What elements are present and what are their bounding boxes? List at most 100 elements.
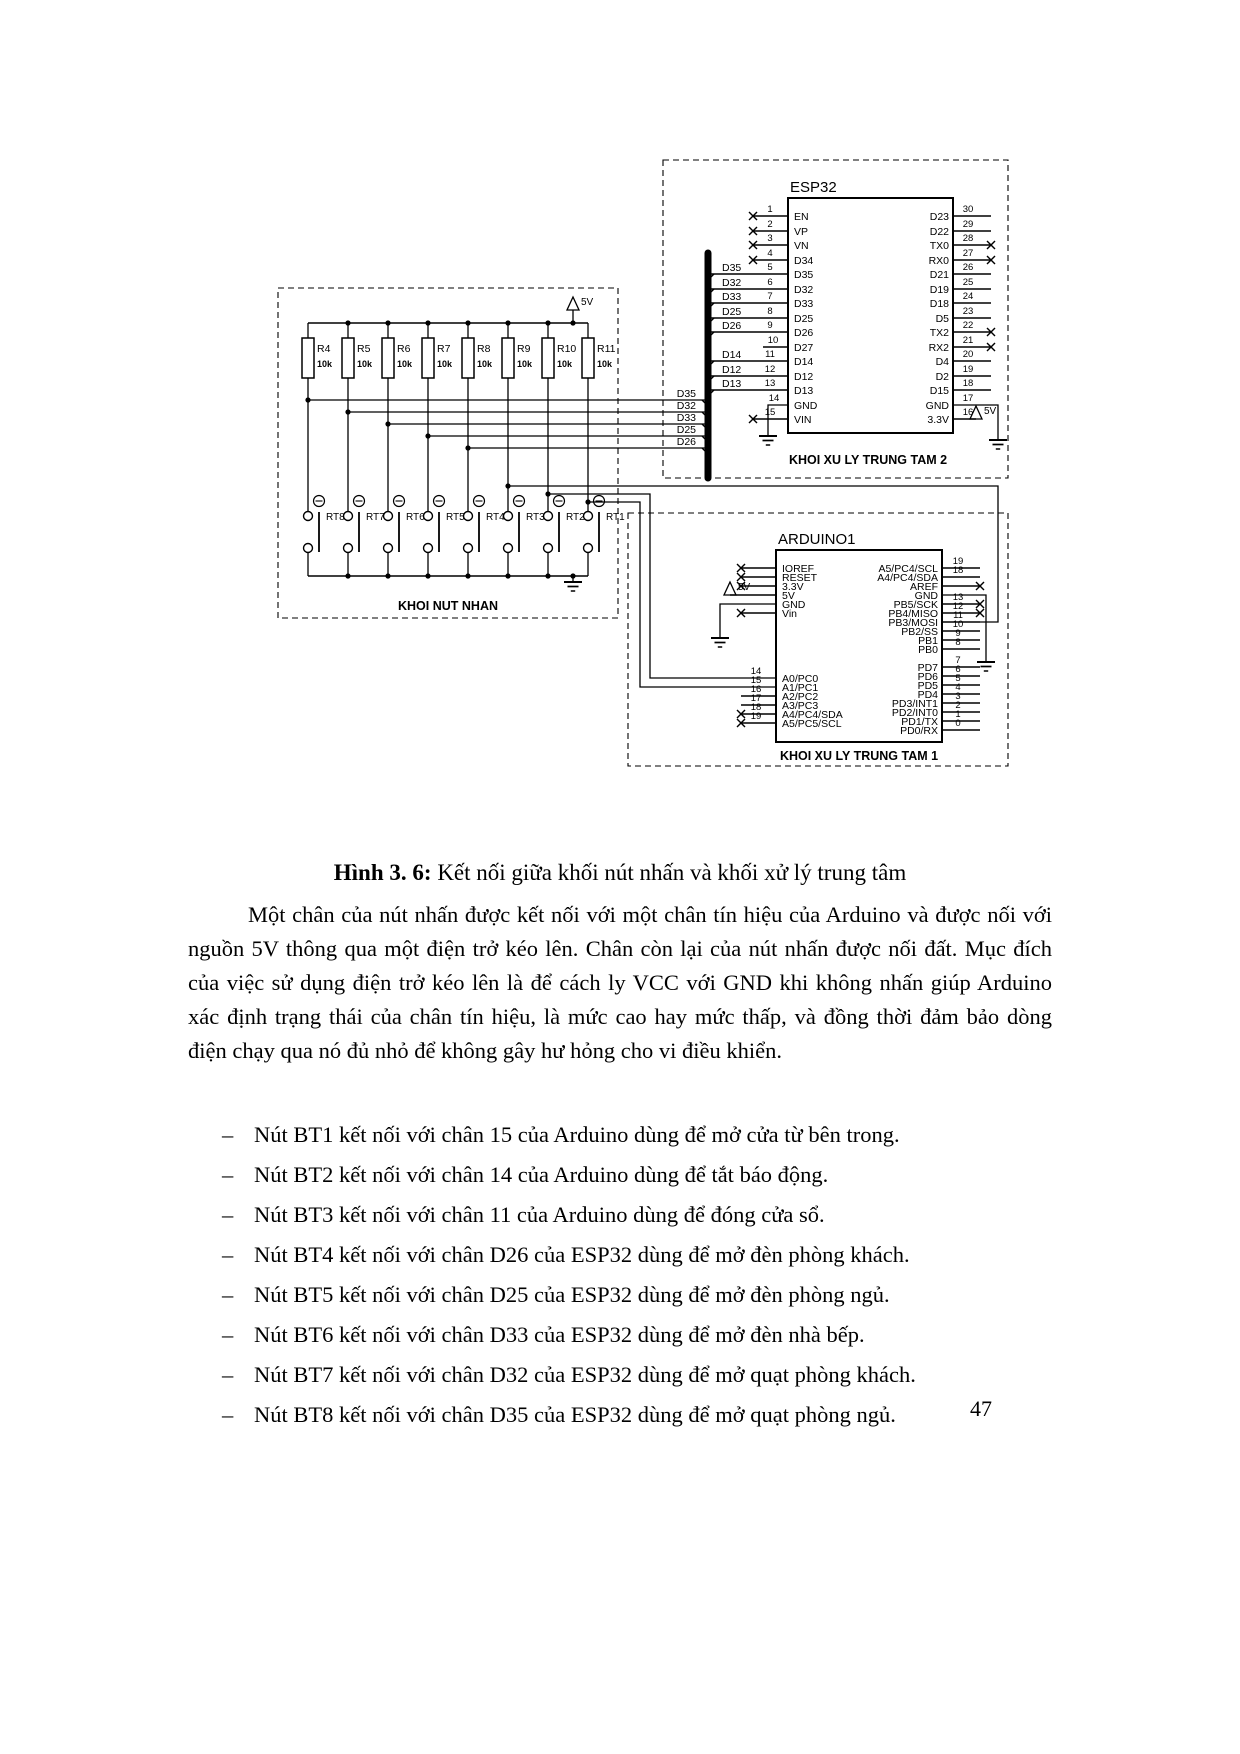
junction-dot <box>465 573 471 579</box>
esp32-pin-name: D32 <box>794 284 813 296</box>
arduino-pin-name: PD0/RX <box>900 725 938 737</box>
button-terminal <box>302 510 314 522</box>
arduino-pin-name: A1/PC1 <box>782 682 818 694</box>
arduino-dashed-box <box>627 512 1009 767</box>
button-terminal <box>502 510 514 522</box>
junction-dot <box>545 573 551 579</box>
esp32-pin-name: VP <box>794 226 808 238</box>
esp32-pin-number: 1 <box>767 204 772 215</box>
list-item-text: Nút BT7 kết nối với chân D32 của ESP32 d… <box>254 1362 916 1387</box>
arduino-pin-name: A4/PC4/SDA <box>877 572 938 584</box>
resistor-R8 <box>461 337 475 379</box>
resistor-value: 10k <box>597 359 613 369</box>
button-terminal <box>342 510 354 522</box>
esp32-pin-name: D14 <box>794 356 813 368</box>
arduino-pin-name: A3/PC3 <box>782 700 818 712</box>
arduino-pin-name: A4/PC4/SDA <box>782 709 843 721</box>
junction-dot <box>345 409 351 415</box>
esp32-pin-name: D22 <box>930 226 949 238</box>
button-actuator-icon <box>472 494 486 508</box>
arduino-pin-name: RESET <box>782 572 818 584</box>
list-item-text: Nút BT3 kết nối với chân 11 của Arduino … <box>254 1202 825 1227</box>
esp32-pin-name: D2 <box>936 371 950 383</box>
arduino-body <box>775 549 943 743</box>
resistor-R6 <box>381 337 395 379</box>
arduino-pin-number: 9 <box>955 628 960 639</box>
arduino-pin-name: A5/PC5/SCL <box>782 718 842 730</box>
list-item-text: Nút BT1 kết nối với chân 15 của Arduino … <box>254 1122 900 1147</box>
arduino-pin-number: 16 <box>751 684 762 695</box>
esp32-pin-number: 17 <box>963 393 974 404</box>
button-actuator-icon <box>592 494 606 508</box>
arduino-pin-name: A2/PC2 <box>782 691 818 703</box>
button-label: RT8 <box>326 512 345 523</box>
resistor-name: R10 <box>557 343 576 355</box>
junction-dot <box>385 421 391 427</box>
esp32-pin-number: 23 <box>963 306 974 317</box>
list-item: –Nút BT8 kết nối với chân D35 của ESP32 … <box>222 1402 1052 1428</box>
esp32-dashed-box <box>662 159 1009 479</box>
bus-tap-label: D26 <box>677 436 696 448</box>
arduino-pin-name: PD5 <box>918 680 939 692</box>
resistor-value: 10k <box>477 359 493 369</box>
resistor-name: R4 <box>317 343 331 355</box>
junction-dot <box>570 320 576 326</box>
list-item-dash: – <box>222 1402 234 1427</box>
resistor-name: R11 <box>597 343 616 355</box>
list-item-text: Nút BT4 kết nối với chân D26 của ESP32 d… <box>254 1242 910 1267</box>
esp32-pin-name: D23 <box>930 211 949 223</box>
wire-bt3-pin11 <box>508 485 999 623</box>
esp32-pin-number: 15 <box>765 407 776 418</box>
button-terminal <box>382 542 394 554</box>
esp32-pin-number: 8 <box>767 306 772 317</box>
esp32-wire-label: D12 <box>722 364 741 376</box>
arduino-pin-number: 5 <box>955 673 960 684</box>
arduino-pin-number: 19 <box>751 711 762 722</box>
esp32-pin-number: 12 <box>765 364 776 375</box>
button-dashed-box <box>277 287 619 619</box>
esp32-pin-number: 10 <box>768 335 779 346</box>
resistor-R11 <box>581 337 595 379</box>
esp32-title: ESP32 <box>790 179 837 196</box>
esp32-pin-number: 21 <box>963 335 974 346</box>
button-terminal <box>502 542 514 554</box>
esp32-pin-name: D27 <box>794 342 813 354</box>
esp32-pin-name: 3.3V <box>927 414 949 426</box>
arduino-pin-name: PD1/TX <box>901 716 938 728</box>
arduino-pin-name: PB0 <box>918 644 938 656</box>
esp32-pin-number: 19 <box>963 364 974 375</box>
arduino-pin-name: PB2/SS <box>901 626 938 638</box>
arduino-pin-number: 17 <box>751 693 762 704</box>
button-terminal <box>422 510 434 522</box>
esp32-pin-name: D25 <box>794 313 813 325</box>
esp32-pin-name: D15 <box>930 385 949 397</box>
arduino-pin-name: 3.3V <box>782 581 804 593</box>
button-actuator-icon <box>432 494 446 508</box>
list-item-dash: – <box>222 1282 234 1307</box>
list-item: –Nút BT5 kết nối với chân D25 của ESP32 … <box>222 1282 1052 1308</box>
junction-dot <box>425 320 431 326</box>
arduino-pin-name: PD3/INT1 <box>892 698 938 710</box>
list-item-text: Nút BT6 kết nối với chân D33 của ESP32 d… <box>254 1322 865 1347</box>
junction-dot <box>425 573 431 579</box>
esp32-pin-number: 27 <box>963 248 974 259</box>
button-actuator-icon <box>312 494 326 508</box>
arduino-pin-name: Vin <box>782 608 797 620</box>
esp32-body <box>787 197 954 434</box>
button-actuator-icon <box>552 494 566 508</box>
arduino-pin-name: PB5/SCK <box>894 599 938 611</box>
esp32-pin-name: D12 <box>794 371 813 383</box>
esp32-pin-number: 11 <box>765 349 775 360</box>
resistor-value: 10k <box>317 359 333 369</box>
arduino-pin-number: 0 <box>955 718 960 729</box>
list-item-dash: – <box>222 1162 234 1187</box>
arduino-pin-number: 19 <box>953 556 964 567</box>
arduino-pin-name: PB4/MISO <box>888 608 938 620</box>
arduino-pin-number: 10 <box>953 619 964 630</box>
button-terminal <box>382 510 394 522</box>
resistor-R5 <box>341 337 355 379</box>
button-terminal <box>582 510 594 522</box>
supply-5v-icon <box>565 295 581 311</box>
bus-tap-label: D25 <box>677 424 696 436</box>
